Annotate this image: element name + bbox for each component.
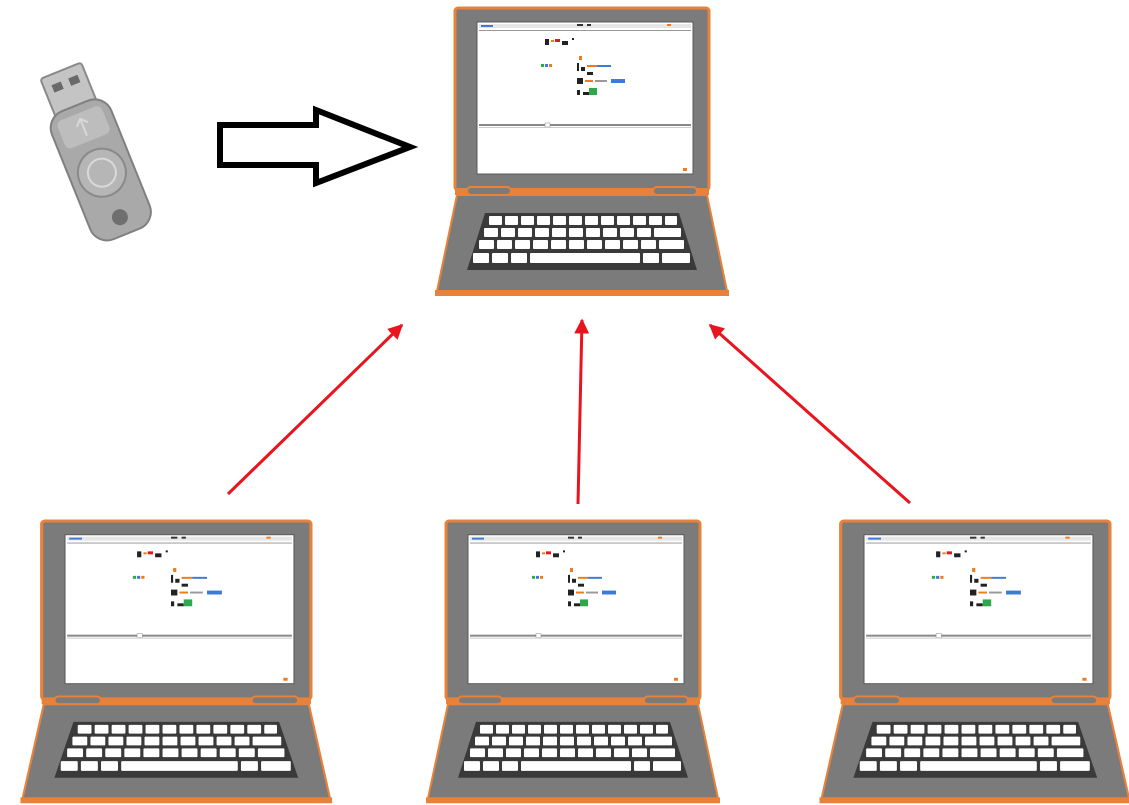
client-laptop-left-icon [18,519,334,805]
client-laptop-middle-icon [424,519,722,805]
main-laptop-icon [433,6,731,298]
red-arrow-left [226,323,404,496]
red-arrow-right [708,323,911,505]
outline-arrow [217,105,419,188]
usb-key-icon [40,62,152,242]
client-laptop-right-icon [817,519,1129,805]
red-arrow-middle [574,318,590,505]
